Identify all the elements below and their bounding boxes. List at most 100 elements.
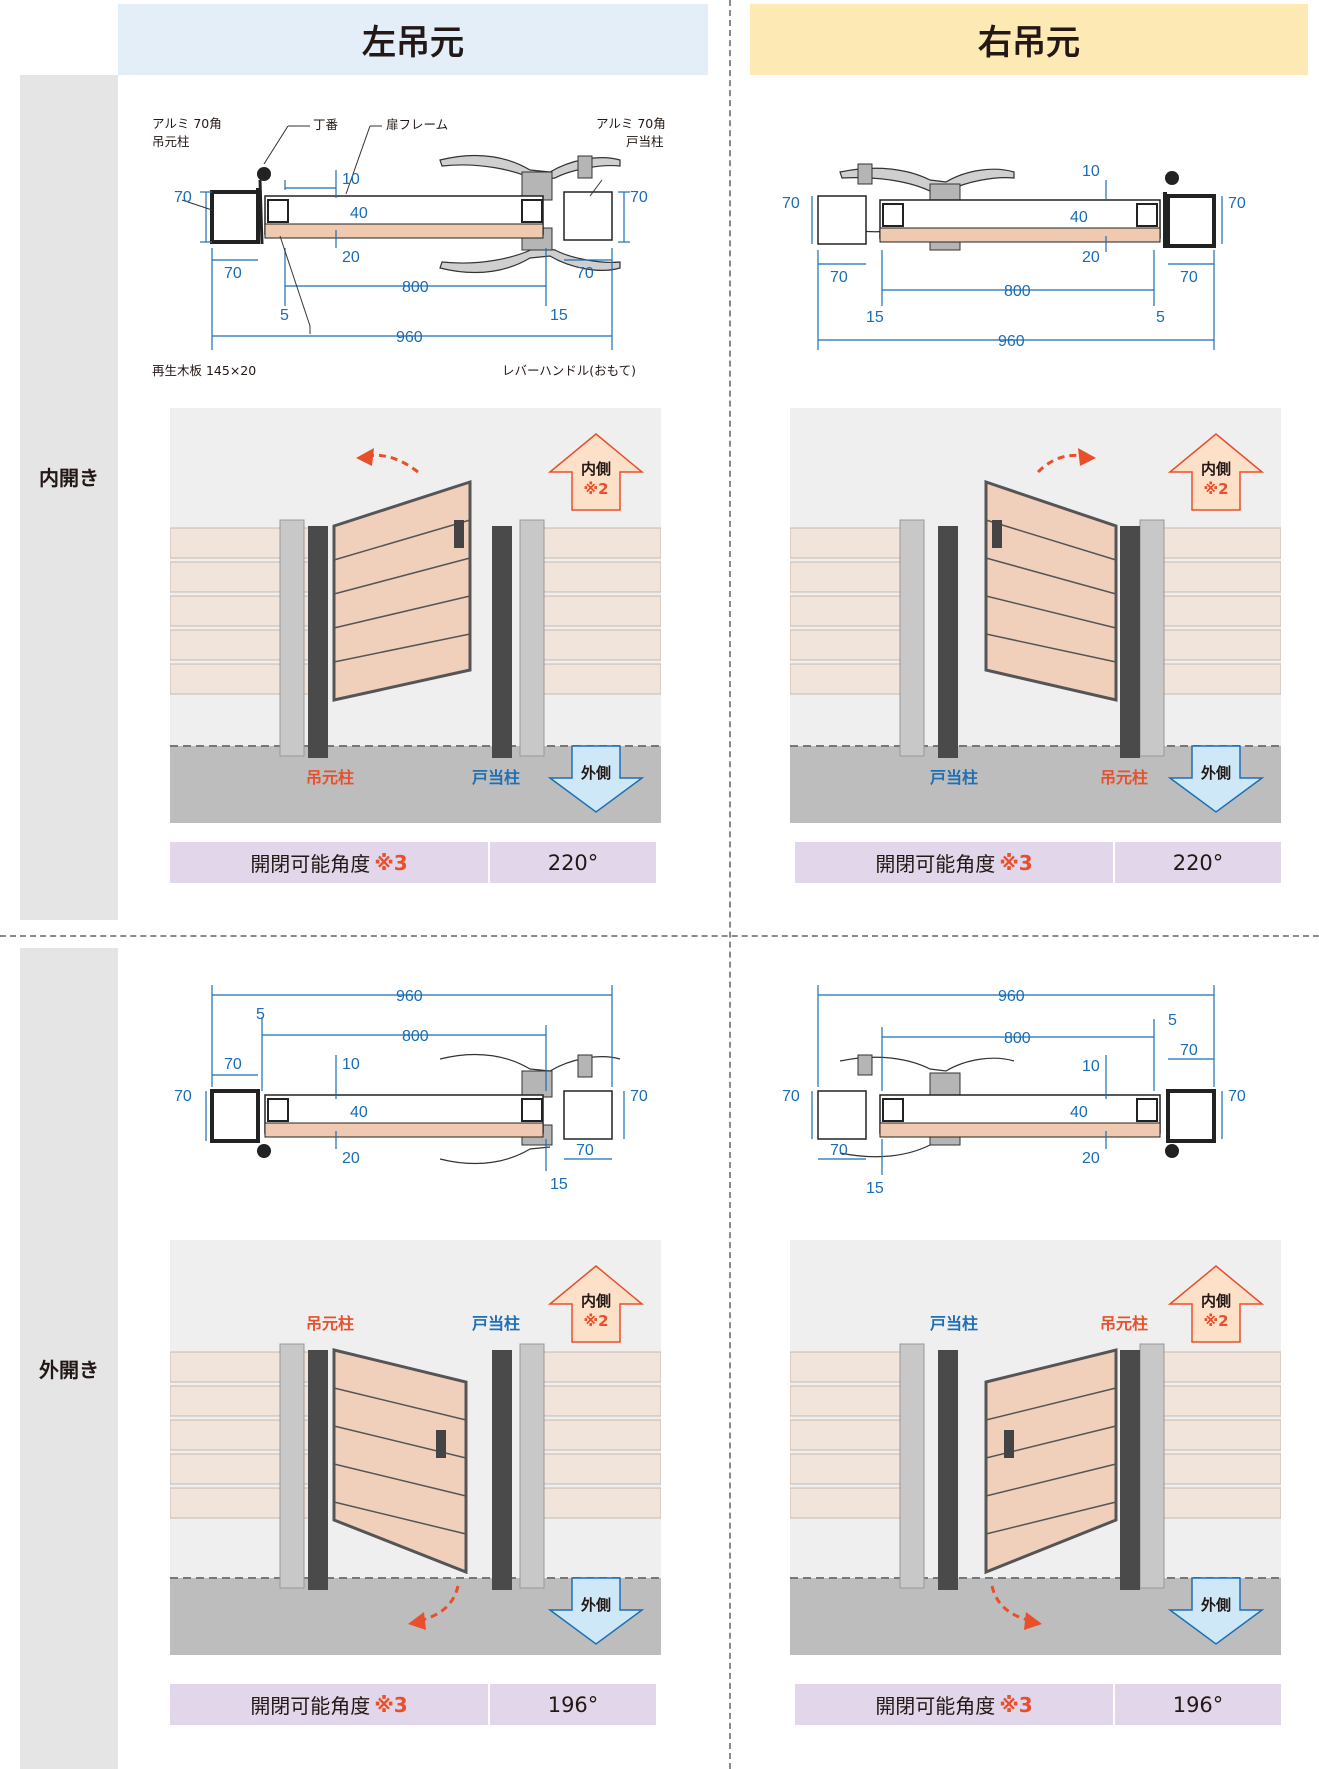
- dim-20: 20: [342, 1150, 360, 1167]
- callout-alu-stop-post-1: アルミ 70角: [596, 116, 666, 131]
- dim-15: 15: [550, 307, 568, 324]
- outside-label: 外側: [1200, 1596, 1231, 1614]
- inward-row-label: 内開き: [39, 466, 99, 490]
- stop-post-tag: 戸当柱: [930, 1314, 979, 1333]
- dim-40: 40: [350, 1104, 368, 1121]
- dim-70-left: 70: [782, 1088, 800, 1105]
- dim-10: 10: [1082, 1058, 1100, 1075]
- callout-lever: レバーハンドル(おもて): [502, 363, 637, 378]
- angle-label: 開閉可能角度: [875, 852, 996, 876]
- dim-70-right: 70: [1228, 1088, 1246, 1105]
- inside-note: ※2: [583, 480, 609, 498]
- stop-post-tag: 戸当柱: [472, 768, 521, 787]
- inward-row-sidebar: [20, 75, 118, 920]
- dim-70-right: 70: [630, 189, 648, 206]
- angle-label: 開閉可能角度: [250, 852, 371, 876]
- hinge-post-tag: 吊元柱: [1100, 768, 1149, 787]
- inside-arrow: 内側 ※2: [547, 432, 645, 512]
- angle-note: ※3: [999, 1692, 1033, 1717]
- outside-arrow: 外側: [1167, 1576, 1265, 1646]
- dim-40: 40: [1070, 209, 1088, 226]
- dim-70-left: 70: [782, 195, 800, 212]
- dim-800: 800: [1004, 283, 1031, 300]
- dim-10: 10: [342, 1056, 360, 1073]
- dim-70-stop: 70: [576, 1142, 594, 1159]
- inside-note: ※2: [583, 1312, 609, 1330]
- illustration-inward-right: [790, 408, 1281, 823]
- stop-post-tag: 戸当柱: [472, 1314, 521, 1333]
- hinge-post-tag: 吊元柱: [1100, 1314, 1149, 1333]
- angle-value: 220°: [490, 842, 656, 883]
- dim-15: 15: [866, 309, 884, 326]
- angle-label: 開閉可能角度: [875, 1694, 996, 1718]
- dim-70-left: 70: [174, 189, 192, 206]
- angle-row-inward-left: 開閉可能角度※3 220°: [170, 842, 656, 883]
- plan-diagram-outward-right: 70 70 70 70 10 40 20 800 960 15 5: [770, 975, 1290, 1215]
- dim-5: 5: [256, 1006, 265, 1023]
- left-hinge-header: 左吊元: [118, 4, 708, 75]
- dim-70-post: 70: [224, 1056, 242, 1073]
- dim-70-right: 70: [1228, 195, 1246, 212]
- dim-10: 10: [1082, 163, 1100, 180]
- callout-board: 再生木板 145×20: [152, 363, 257, 378]
- dim-70-stop: 70: [576, 265, 594, 282]
- stop-post-tag: 戸当柱: [930, 768, 979, 787]
- callout-alu-hinge-post-1: アルミ 70角: [152, 116, 222, 131]
- outward-row-label: 外開き: [39, 1358, 99, 1382]
- dim-70-stop: 70: [830, 1142, 848, 1159]
- dim-15: 15: [866, 1180, 884, 1197]
- dim-960: 960: [998, 333, 1025, 350]
- outside-arrow: 外側: [547, 744, 645, 814]
- plan-diagram-inward-right: 70 70 70 70 10 40 20 800 960 15 5: [770, 140, 1290, 360]
- hinge-post-tag: 吊元柱: [306, 1314, 355, 1333]
- angle-label: 開閉可能角度: [250, 1694, 371, 1718]
- dim-70-post: 70: [1180, 1042, 1198, 1059]
- plan-diagram-inward-left: 70 70 70 70 10 40 20 800 960 5 15 アルミ 70…: [150, 110, 710, 390]
- column-divider: [729, 0, 731, 1769]
- outside-label: 外側: [580, 764, 611, 782]
- callout-frame: 扉フレーム: [386, 117, 449, 132]
- outside-label: 外側: [580, 1596, 611, 1614]
- inside-label: 内側: [580, 1292, 611, 1310]
- outside-arrow: 外側: [547, 1576, 645, 1646]
- dim-960: 960: [396, 988, 423, 1005]
- dim-10: 10: [342, 171, 360, 188]
- outside-label: 外側: [1200, 764, 1231, 782]
- inside-label: 内側: [1200, 1292, 1231, 1310]
- dim-960: 960: [998, 988, 1025, 1005]
- dim-5: 5: [280, 307, 289, 324]
- inside-label: 内側: [580, 460, 611, 478]
- angle-value: 220°: [1115, 842, 1281, 883]
- row-divider: [0, 935, 1319, 937]
- angle-row-inward-right: 開閉可能角度※3 220°: [795, 842, 1281, 883]
- dim-15: 15: [550, 1176, 568, 1193]
- dim-40: 40: [350, 205, 368, 222]
- angle-note: ※3: [999, 850, 1033, 875]
- outside-arrow: 外側: [1167, 744, 1265, 814]
- dim-70-post: 70: [224, 265, 242, 282]
- angle-row-outward-left: 開閉可能角度※3 196°: [170, 1684, 656, 1725]
- angle-note: ※3: [374, 850, 408, 875]
- dim-800: 800: [1004, 1030, 1031, 1047]
- callout-alu-stop-post-2: 戸当柱: [626, 134, 664, 149]
- dim-70-stop: 70: [830, 269, 848, 286]
- dim-70-right: 70: [630, 1088, 648, 1105]
- dim-20: 20: [1082, 249, 1100, 266]
- inside-label: 内側: [1200, 460, 1231, 478]
- inside-note: ※2: [1203, 1312, 1229, 1330]
- inside-arrow: 内側 ※2: [547, 1264, 645, 1344]
- outward-row-sidebar: [20, 948, 118, 1769]
- dim-70-left: 70: [174, 1088, 192, 1105]
- angle-row-outward-right: 開閉可能角度※3 196°: [795, 1684, 1281, 1725]
- angle-note: ※3: [374, 1692, 408, 1717]
- inside-note: ※2: [1203, 480, 1229, 498]
- right-hinge-header: 右吊元: [750, 4, 1308, 75]
- inside-arrow: 内側 ※2: [1167, 1264, 1265, 1344]
- dim-70-post: 70: [1180, 269, 1198, 286]
- inside-arrow: 内側 ※2: [1167, 432, 1265, 512]
- dim-800: 800: [402, 1028, 429, 1045]
- angle-value: 196°: [1115, 1684, 1281, 1725]
- dim-5: 5: [1168, 1012, 1177, 1029]
- dim-20: 20: [342, 249, 360, 266]
- plan-diagram-outward-left: 70 70 70 70 10 40 20 800 960 5 15: [150, 975, 710, 1215]
